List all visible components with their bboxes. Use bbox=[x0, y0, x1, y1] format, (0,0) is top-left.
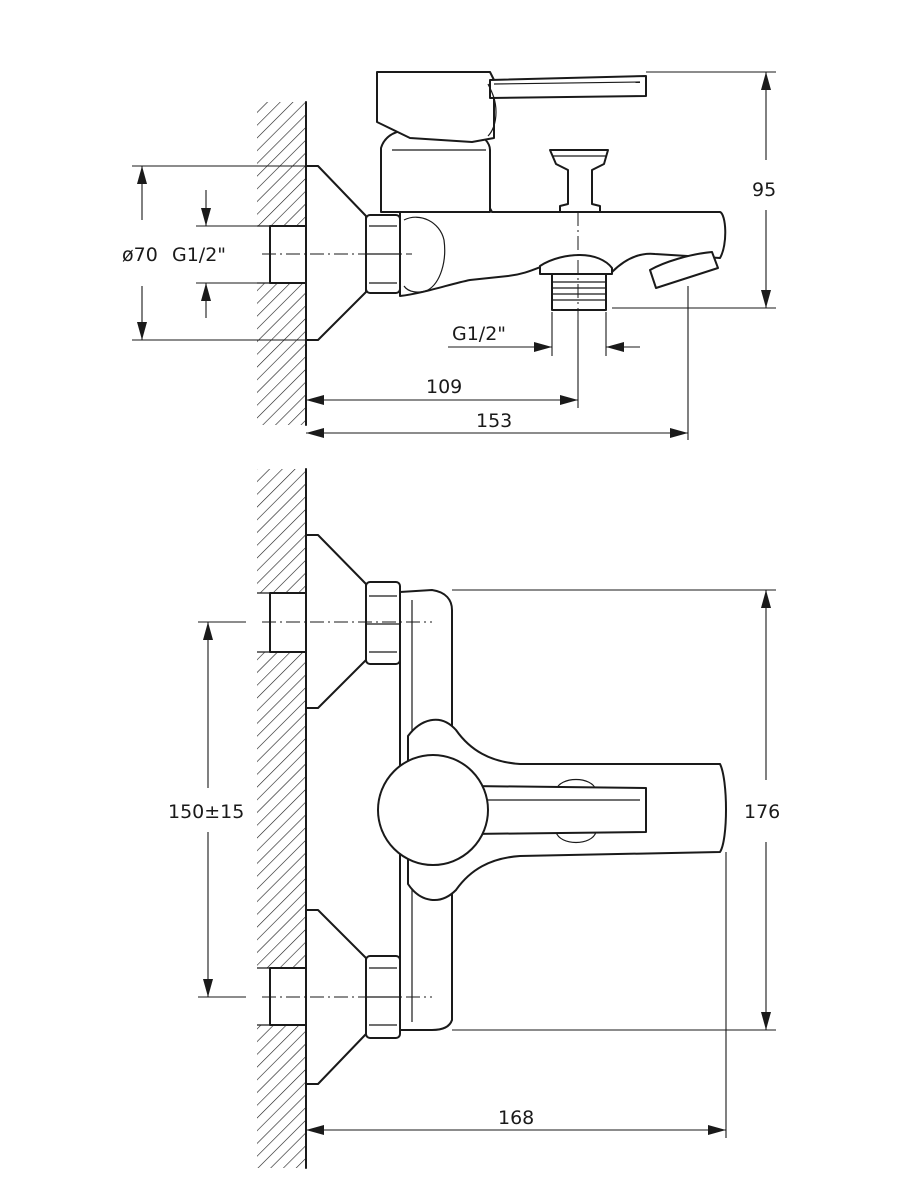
hex-nut-upper bbox=[365, 581, 401, 665]
dim-diameter bbox=[132, 165, 318, 341]
dim-total-depth bbox=[306, 852, 727, 1138]
dim-inlet-spacing bbox=[198, 621, 246, 998]
label-body-height: 176 bbox=[744, 801, 780, 823]
wall-section-top bbox=[257, 101, 307, 426]
dim-inlet-thread bbox=[196, 190, 270, 318]
label-diameter: ø70 bbox=[122, 244, 158, 266]
aerator-top bbox=[649, 251, 719, 289]
label-total-depth: 168 bbox=[498, 1107, 534, 1129]
wall-section-front bbox=[257, 468, 307, 1169]
label-outlet-thread: G1/2" bbox=[452, 323, 506, 345]
shower-outlet-top bbox=[539, 254, 613, 311]
dim-spout-reach bbox=[306, 286, 689, 440]
label-outlet-offset: 109 bbox=[426, 376, 462, 398]
dim-outlet-offset bbox=[306, 320, 579, 408]
label-height: 95 bbox=[752, 179, 776, 201]
label-spout-reach: 153 bbox=[476, 410, 512, 432]
dim-outlet-thread bbox=[448, 312, 640, 356]
dim-height bbox=[612, 71, 776, 309]
top-view: ø70 G1/2" 95 G1/2" 109 bbox=[122, 71, 776, 440]
label-inlet-spacing: 150±15 bbox=[168, 801, 244, 823]
lever-handle-top bbox=[376, 71, 647, 143]
diverter-knob-top bbox=[549, 149, 609, 213]
wall-flange-top bbox=[305, 165, 367, 341]
cartridge-cap-front bbox=[377, 754, 489, 866]
front-view: 150±15 176 168 bbox=[168, 468, 780, 1169]
dim-body-height bbox=[452, 589, 776, 1031]
lever-handle-front bbox=[469, 785, 647, 835]
label-inlet-thread: G1/2" bbox=[172, 244, 226, 266]
